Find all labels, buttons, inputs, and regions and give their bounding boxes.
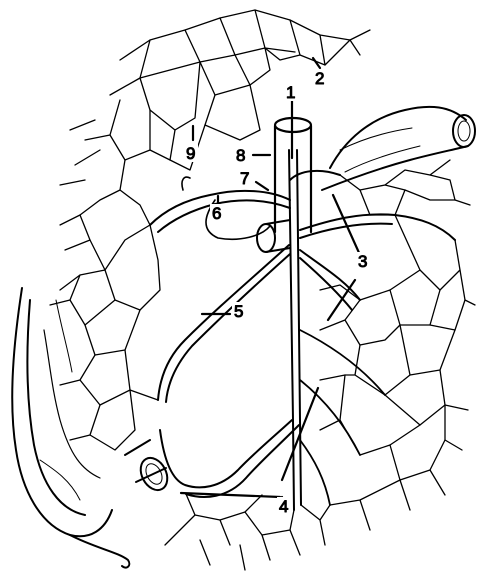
- label-8: 8: [236, 146, 245, 165]
- ileum: [125, 440, 173, 495]
- leader-4: [181, 388, 318, 508]
- label-5: 5: [234, 302, 243, 321]
- label-7: 7: [240, 169, 249, 188]
- splenic-flexure-colon: [453, 115, 475, 147]
- ileocolic-artery: [160, 420, 299, 497]
- label-1: 1: [286, 83, 295, 102]
- inferior-mesenteric-artery: [300, 250, 360, 310]
- leader-7: [256, 182, 268, 190]
- marginal-arcade: [50, 10, 475, 570]
- label-6: 6: [212, 204, 221, 223]
- labels: 1 2 3 4 5 6 7 8 9: [184, 69, 370, 516]
- label-9: 9: [186, 144, 195, 163]
- left-colic-artery: [300, 214, 455, 240]
- cecum: [12, 288, 129, 568]
- label-2: 2: [315, 69, 324, 88]
- label-4: 4: [279, 497, 288, 516]
- right-colic-artery: [158, 245, 290, 402]
- label-3: 3: [358, 252, 367, 271]
- sigmoid-arteries: [300, 330, 385, 505]
